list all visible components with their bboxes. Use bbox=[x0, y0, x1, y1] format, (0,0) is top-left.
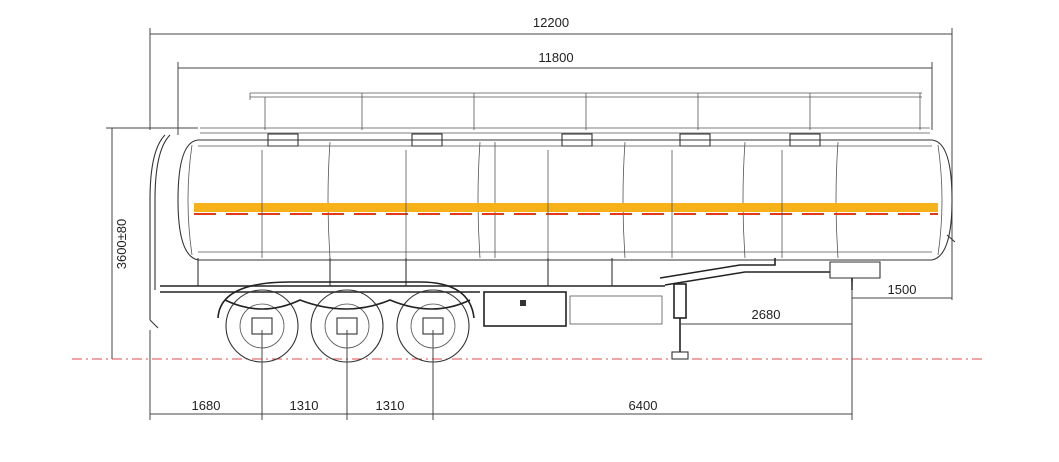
reflective-stripe bbox=[194, 203, 938, 215]
label-axle-spacing-2: 1310 bbox=[376, 398, 405, 413]
dimension-kingpin-to-axle: 2680 bbox=[680, 282, 853, 420]
label-axle-to-kingpin: 6400 bbox=[629, 398, 658, 413]
dimension-bottom-chain: 1680 1310 1310 6400 bbox=[149, 330, 852, 420]
landing-gear bbox=[671, 283, 689, 360]
label-tank-length: 11800 bbox=[538, 50, 573, 65]
label-overall-length: 12200 bbox=[533, 15, 569, 30]
tank-ribs bbox=[261, 150, 783, 258]
top-railing bbox=[200, 92, 930, 134]
dimension-overall-length: 12200 bbox=[149, 15, 953, 300]
gooseneck-frame bbox=[659, 234, 956, 286]
suspension bbox=[224, 299, 471, 310]
label-kingpin-to-axle: 2680 bbox=[752, 307, 781, 322]
fender bbox=[217, 281, 475, 319]
tank-body bbox=[177, 139, 953, 261]
dimension-tank-length: 11800 bbox=[177, 50, 933, 135]
dimension-overall-height: 3600±80 bbox=[106, 127, 198, 359]
label-rear-overhang: 1680 bbox=[192, 398, 221, 413]
chassis bbox=[149, 134, 665, 329]
toolbox bbox=[483, 291, 663, 327]
label-axle-spacing-1: 1310 bbox=[290, 398, 319, 413]
label-front-overhang: 1500 bbox=[888, 282, 917, 297]
label-overall-height: 3600±80 bbox=[114, 219, 129, 270]
dimension-front-overhang: 1500 bbox=[852, 282, 952, 299]
